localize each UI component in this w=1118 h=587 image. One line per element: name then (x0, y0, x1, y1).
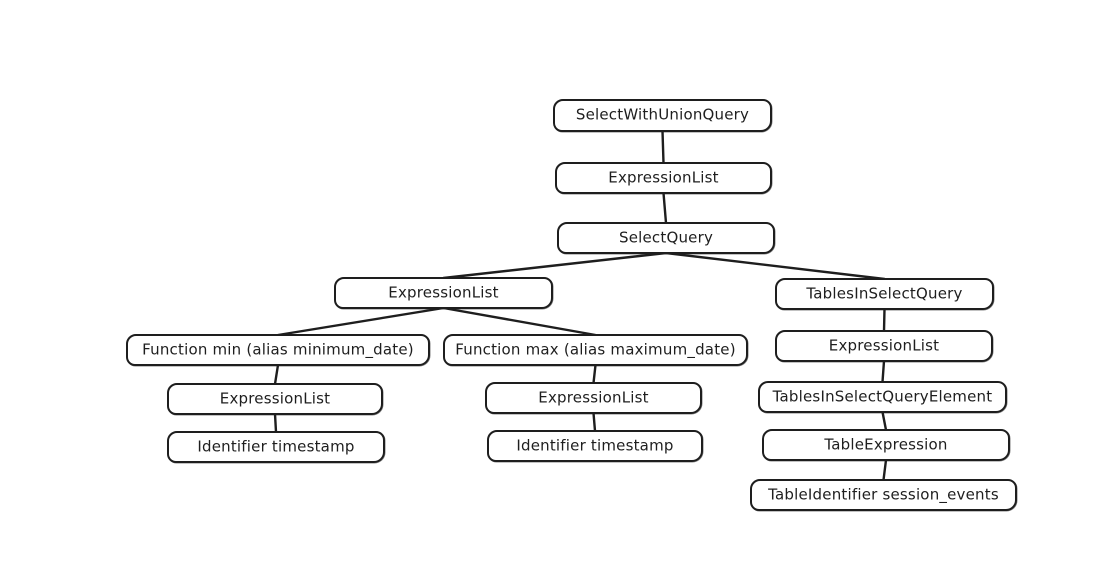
tree-node-table-expression: TableExpression (762, 429, 1010, 461)
tree-node-expression-list-select: ExpressionList (334, 277, 553, 309)
tree-node-label: TableIdentifier session_events (768, 485, 999, 503)
tree-node-identifier-timestamp-max: Identifier timestamp (487, 430, 703, 462)
tree-node-label: Function max (alias maximum_date) (455, 340, 736, 358)
tree-node-table-identifier-session-events: TableIdentifier session_events (750, 479, 1017, 511)
tree-node-label: SelectWithUnionQuery (575, 105, 750, 124)
tree-node-expression-list-max: ExpressionList (485, 382, 702, 414)
tree-node-select-with-union-query: SelectWithUnionQuery (553, 99, 772, 132)
tree-node-identifier-timestamp-min: Identifier timestamp (167, 431, 385, 463)
tree-node-label: TablesInSelectQueryElement (772, 387, 993, 405)
tree-node-expression-list-min: ExpressionList (167, 383, 383, 415)
tree-node-label: Function min (alias minimum_date) (142, 340, 414, 358)
tree-node-label: TablesInSelectQuery (806, 284, 963, 302)
tree-node-tables-in-select-query-element: TablesInSelectQueryElement (758, 381, 1007, 413)
tree-node-select-query: SelectQuery (557, 222, 775, 254)
tree-node-expression-list-top: ExpressionList (555, 162, 772, 194)
tree-node-label: TableExpression (824, 435, 948, 453)
tree-node-label: Identifier timestamp (197, 437, 355, 455)
tree-node-tables-in-select-query: TablesInSelectQuery (775, 278, 994, 310)
tree-node-label: SelectQuery (618, 228, 714, 246)
tree-node-label: Identifier timestamp (516, 436, 674, 454)
tree-node-function-min: Function min (alias minimum_date) (126, 334, 430, 366)
tree-node-label: ExpressionList (388, 283, 499, 301)
tree-node-label: ExpressionList (219, 389, 331, 407)
tree-node-function-max: Function max (alias maximum_date) (443, 334, 748, 366)
tree-node-label: ExpressionList (538, 388, 649, 406)
tree-node-label: ExpressionList (608, 168, 719, 186)
tree-node-label: ExpressionList (828, 336, 940, 354)
tree-node-expression-list-tables: ExpressionList (775, 330, 993, 362)
